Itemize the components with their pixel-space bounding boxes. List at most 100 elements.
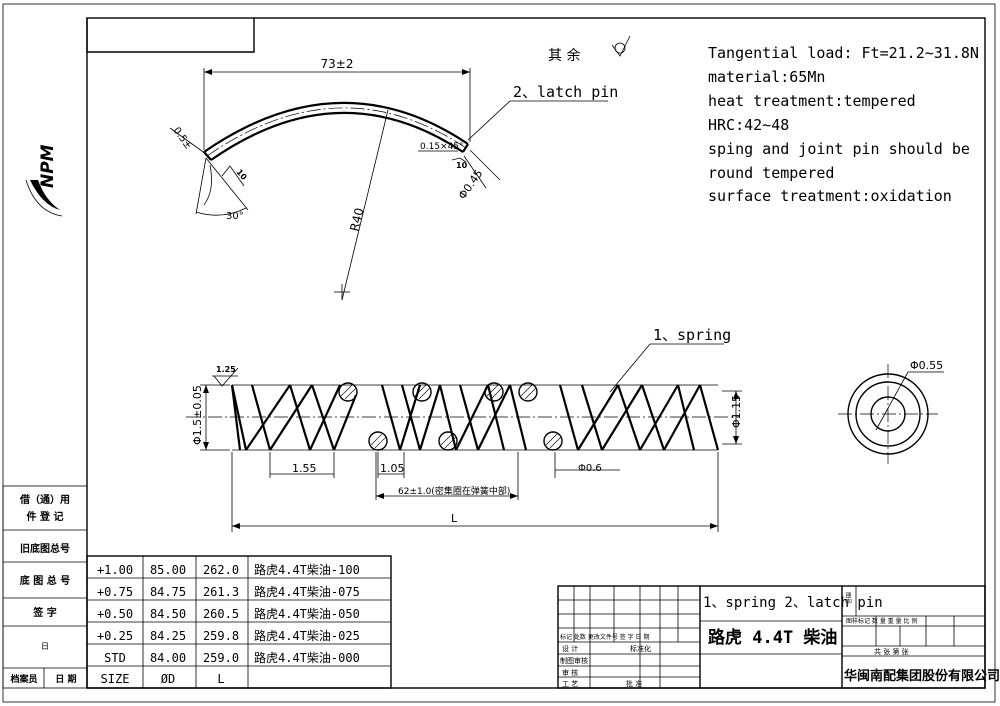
note-surface: surface treatment:oxidation (708, 187, 952, 205)
title-design: 设 计 (562, 644, 578, 653)
pin-radius-line (341, 109, 389, 301)
npm-logo-swoosh-line (25, 179, 63, 217)
size-row-5-size: STD (104, 651, 126, 665)
pin-diameter-dim: Φ0.45 (456, 167, 486, 202)
npm-logo-swoosh (30, 180, 60, 210)
title-part-names: 1、spring 2、latch pin (703, 595, 883, 611)
wire-section-2 (368, 431, 388, 451)
size-row-3-l: 260.5 (203, 607, 239, 621)
title-company: 华闽南配集团股份有限公司 (844, 668, 1000, 684)
pin-chamfer-left-dim: 0.5± (171, 125, 194, 151)
title-stage-header: 图样标记 数 量 重 量 比 例 (846, 617, 917, 625)
pin-roughness-1-icon (221, 165, 245, 187)
spring-id-dim: Φ1.15 (730, 395, 743, 428)
size-row-2-d: 84.75 (150, 585, 186, 599)
spring-wire-sections (338, 382, 563, 451)
wire-section-6 (518, 382, 538, 402)
spring-coils-left (230, 384, 358, 451)
spring-view: 1、spring 1.25 Φ1.5±0.05 Φ1.15 1.55 1.05 … (186, 326, 743, 532)
wire-section-4 (438, 431, 458, 451)
pin-centerline (206, 107, 467, 157)
size-row-1-size: +1.00 (97, 563, 133, 577)
size-row-5-code: 路虎4.4T柴油-000 (254, 650, 360, 665)
size-row-2-l: 261.3 (203, 585, 239, 599)
title-review: 审 核 (562, 668, 578, 677)
note-heat-treatment: heat treatment:tempered (708, 92, 916, 110)
size-row-3-code: 路虎4.4T柴油-050 (254, 606, 360, 621)
size-row-5-d: 84.00 (150, 651, 186, 665)
title-block: 标记 处数 更改文件号 签 字 日 期 设 计 标准化 制图审核 审 核 工 艺… (557, 585, 1000, 689)
pin-arc-length-dim: 73±2 (321, 57, 354, 71)
spring-pitch-dim: 1.55 (292, 462, 317, 475)
size-row-5-l: 259.0 (203, 651, 239, 665)
top-left-box (86, 18, 255, 53)
size-header-size: SIZE (101, 672, 130, 686)
spring-od-dim: Φ1.5±0.05 (191, 385, 204, 445)
pin-end-right (462, 143, 469, 153)
size-row-3-d: 84.50 (150, 607, 186, 621)
latch-pin-view: 73±2 R40 2、latch pin 0.5± 30° 10 0.15×45… (169, 57, 618, 301)
size-row-1-code: 路虎4.4T柴油-100 (254, 562, 360, 577)
wire-section-5 (484, 382, 504, 402)
left-row-signature: 签 字 (32, 606, 56, 619)
npm-logo: NPM (38, 144, 58, 188)
spring-end-view: Φ0.55 (838, 359, 944, 464)
pin-chamfer-right-dim: 0.15×45° (420, 142, 464, 152)
sheet-border-inner (86, 17, 986, 689)
roughness-circle-icon (614, 42, 626, 54)
size-row-1-l: 262.0 (203, 563, 239, 577)
spring-total-length-dim: L (451, 512, 458, 525)
wire-section-3 (412, 382, 432, 402)
left-row-drawing-no: 底 图 总 号 (20, 574, 70, 587)
title-approve: 批 准 (626, 679, 642, 688)
left-row-borrow-2: 件 登 记 (27, 510, 64, 523)
general-roughness-label: 其 余 (548, 47, 580, 64)
left-row-date: 日 (41, 642, 49, 651)
pin-inner-arc (210, 111, 464, 161)
wire-section-7 (543, 431, 563, 451)
pin-radius-dim: R40 (347, 206, 366, 232)
size-row-4-size: +0.25 (97, 629, 133, 643)
size-row-2-code: 路虎4.4T柴油-075 (254, 584, 360, 599)
note-tangential-load: Tangential load: Ft=21.2~31.8N (708, 44, 979, 62)
left-row-borrow-1: 借（通）用 (19, 493, 70, 506)
note-hrc: HRC:42~48 (708, 116, 789, 134)
spring-center-length-dim: 62±1.0(密集圈在弹簧中部) (398, 485, 510, 497)
end-view-diameter-dim: Φ0.55 (910, 359, 943, 372)
size-row-4-code: 路虎4.4T柴油-025 (254, 628, 360, 643)
note-round-2: round tempered (708, 164, 834, 182)
size-header-l: L (217, 672, 224, 686)
pin-outer-arc (203, 101, 469, 153)
note-material: material:65Mn (708, 68, 825, 86)
spring-wire-dim: Φ0.6 (578, 463, 602, 474)
size-row-4-d: 84.25 (150, 629, 186, 643)
left-row-old-drawing: 旧底图总号 (20, 542, 70, 555)
title-rev-header: 标记 处数 更改文件号 签 字 日 期 (560, 633, 649, 641)
title-process: 工 艺 (562, 680, 578, 688)
roughness-check-icon (611, 35, 631, 57)
pin-label: 2、latch pin (513, 83, 618, 101)
title-sheets: 共 张 第 张 (874, 647, 909, 656)
note-round-1: sping and joint pin should be (708, 140, 970, 158)
size-header-d: ØD (161, 672, 175, 686)
technical-notes: Tangential load: Ft=21.2~31.8N material:… (708, 44, 979, 205)
spring-coils-middle (380, 384, 528, 451)
title-code: 图号 (844, 592, 851, 604)
left-column-table: 借（通）用 件 登 记 旧底图总号 底 图 总 号 签 字 日 档案员 日 期 (2, 485, 88, 689)
wire-section-1 (338, 382, 358, 402)
title-std-check: 标准化 (630, 644, 651, 653)
pin-roughness-2-icon (451, 157, 467, 163)
spring-label: 1、spring (653, 326, 731, 344)
title-drafting: 制图审核 (560, 656, 588, 665)
spring-roughness-icon (213, 367, 239, 387)
left-row-archivist: 档案员 (10, 673, 37, 685)
title-product: 路虎 4.4T 柴油 (708, 627, 837, 648)
pin-angle-dim: 30° (226, 211, 244, 222)
size-row-2-size: +0.75 (97, 585, 133, 599)
size-row-3-size: +0.50 (97, 607, 133, 621)
left-row-archive-date: 日 期 (55, 673, 76, 685)
spring-gap-dim: 1.05 (380, 462, 405, 475)
npm-logo-text: NPM (38, 144, 58, 188)
sheet-border-outer (2, 3, 996, 703)
spring-coils-right (558, 384, 720, 451)
